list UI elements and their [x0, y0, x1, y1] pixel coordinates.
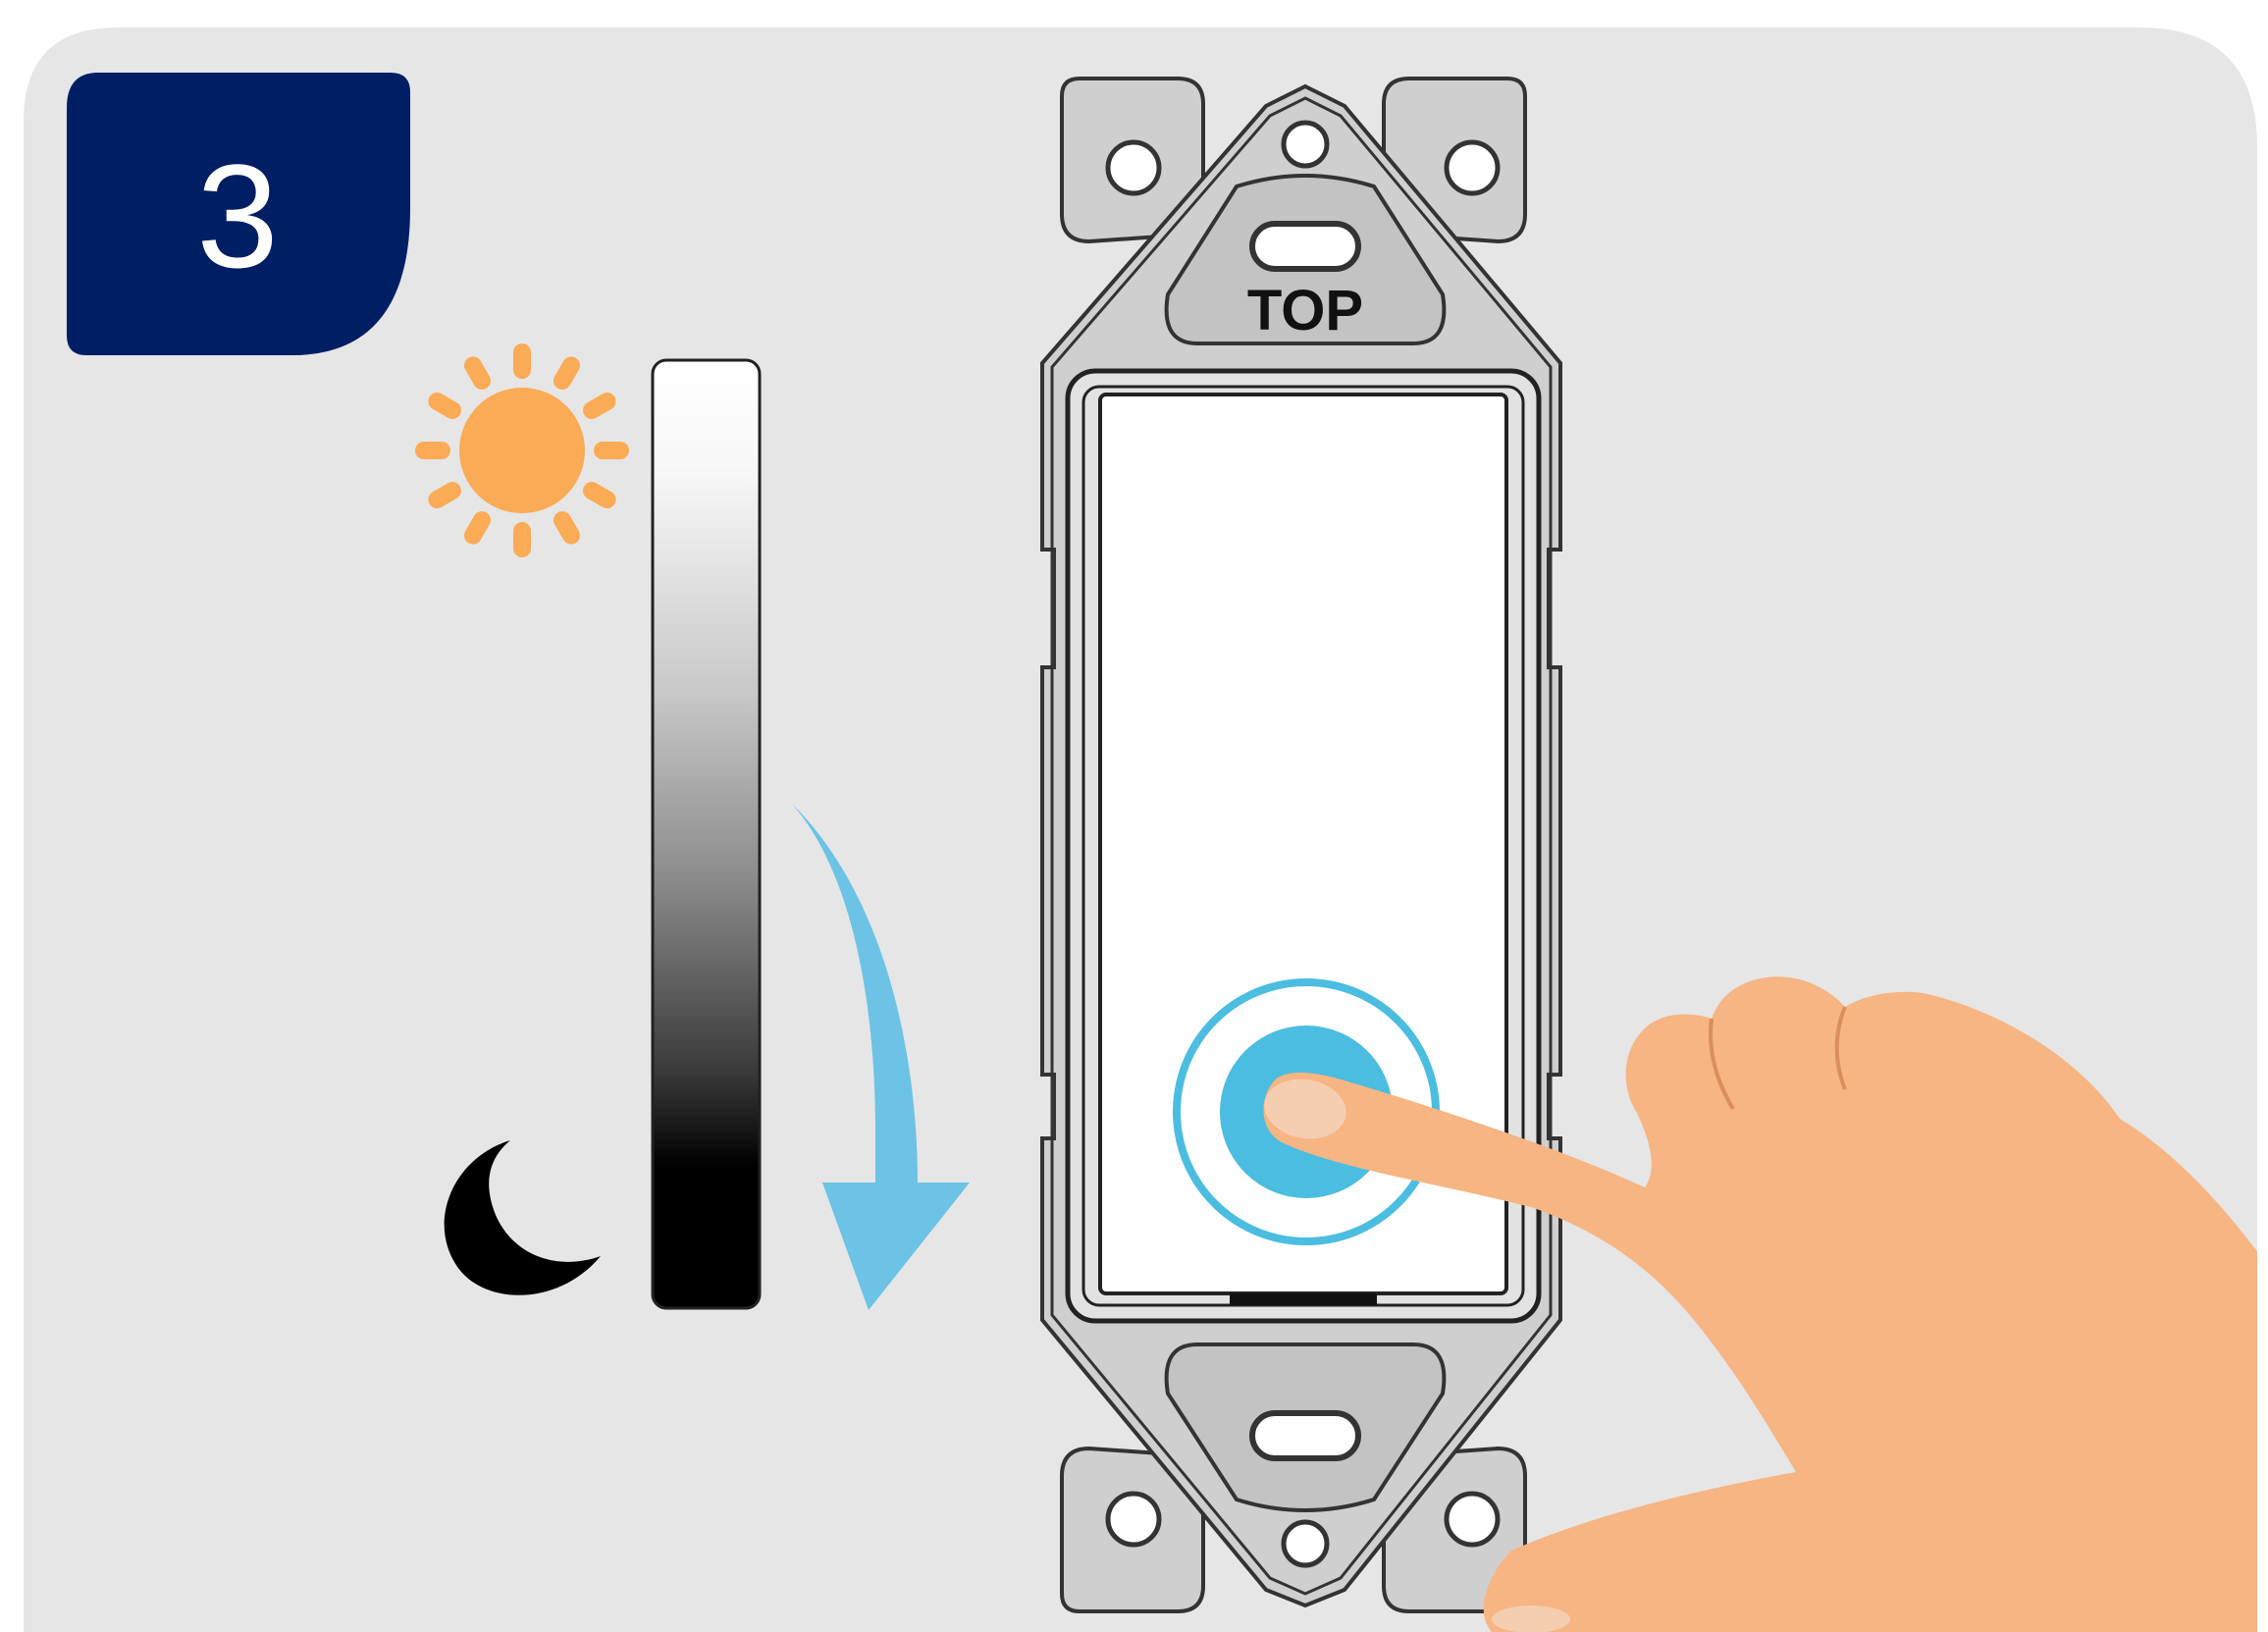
- sun-ray: [554, 511, 580, 545]
- screw-hole: [1105, 139, 1162, 196]
- step-number: 3: [196, 133, 278, 298]
- moon-icon: [444, 1140, 601, 1295]
- brightness-bar: [651, 358, 762, 1310]
- sun-ray: [464, 511, 491, 545]
- top-label: TOP: [1247, 279, 1363, 342]
- sun-ray: [583, 482, 616, 508]
- sun-ray: [428, 482, 461, 508]
- light-switch: TOP: [1040, 77, 1562, 1613]
- sun-ray: [428, 393, 461, 419]
- sun-ray: [583, 393, 616, 419]
- sun-ray: [554, 356, 580, 390]
- top-slot: [1249, 221, 1361, 272]
- screw-hole: [1105, 1491, 1162, 1548]
- screw-hole: [1444, 139, 1501, 196]
- pointing-hand-icon: [1263, 976, 2257, 1632]
- sun-ray: [464, 356, 491, 390]
- screw-hole: [1281, 1519, 1330, 1568]
- sun-icon: [415, 343, 629, 557]
- arrow-down-icon: [791, 803, 970, 1310]
- screw-hole: [1281, 120, 1330, 169]
- step-badge: 3: [67, 73, 410, 355]
- bottom-slot: [1249, 1410, 1361, 1461]
- screw-hole: [1444, 1491, 1501, 1548]
